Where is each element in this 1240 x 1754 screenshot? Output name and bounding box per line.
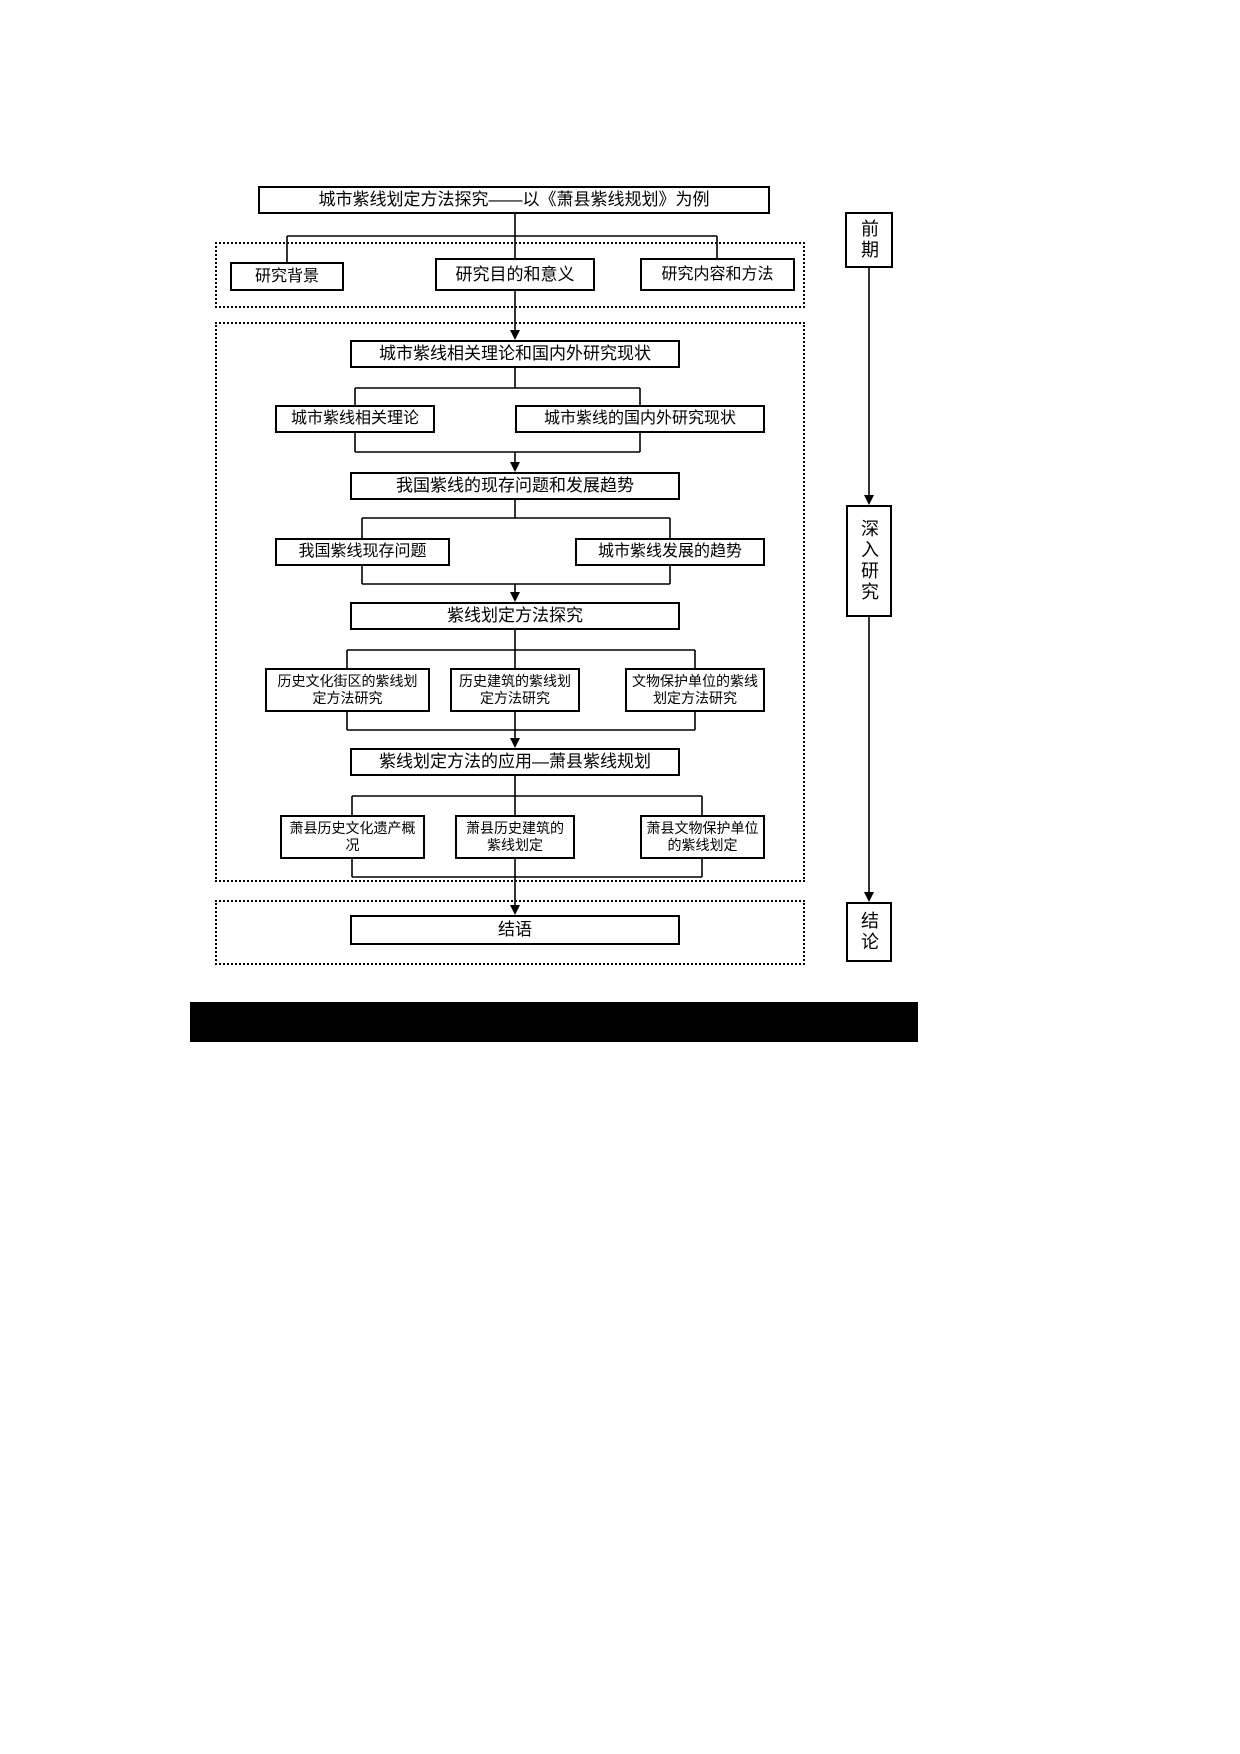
node-research-content-method: 研究内容和方法 [640,258,795,291]
node-label: 城市紫线相关理论和国内外研究现状 [379,344,651,364]
node-label: 萧县历史文化遗产概况 [289,819,416,854]
node-label: 我国紫线现存问题 [298,543,427,560]
diagram-title-text: 城市紫线划定方法探究——以《萧县紫线规划》为例 [318,190,710,210]
node-application: 紫线划定方法的应用—萧县紫线规划 [350,748,680,776]
node-label: 文物保护单位的紫线划定方法研究 [632,672,758,707]
node-method-cultural-relic: 文物保护单位的紫线划定方法研究 [625,668,765,712]
stage-label-text: 结论 [859,911,879,953]
stage-label-text: 前期 [859,219,879,261]
node-method-historic-building: 历史建筑的紫线划定方法研究 [450,668,580,712]
stage-label-conclusion: 结论 [846,902,892,962]
node-epilogue: 结语 [350,915,680,945]
node-label: 城市紫线的国内外研究现状 [543,410,736,427]
node-app-heritage-overview: 萧县历史文化遗产概况 [280,815,425,859]
node-app-building-delimitation: 萧县历史建筑的紫线划定 [455,815,575,859]
node-existing-problems: 我国紫线现存问题 [275,538,450,566]
diagram-title-box: 城市紫线划定方法探究——以《萧县紫线规划》为例 [258,186,770,214]
node-label: 紫线划定方法探究 [447,606,583,626]
node-method-study: 紫线划定方法探究 [350,602,680,630]
section-frame-early-stage [215,242,805,308]
node-app-relic-delimitation: 萧县文物保护单位的紫线划定 [640,815,765,859]
node-research-purpose: 研究目的和意义 [435,258,595,291]
node-development-trends: 城市紫线发展的趋势 [575,538,765,566]
node-label: 研究目的和意义 [455,264,575,284]
node-label: 城市紫线相关理论 [290,410,419,427]
node-label: 历史建筑的紫线划定方法研究 [459,672,571,707]
stage-label-deep-research: 深入研究 [846,505,892,617]
stage-label-text: 深入研究 [859,519,879,603]
node-label: 萧县历史建筑的紫线划定 [466,819,564,854]
node-research-background: 研究背景 [230,262,344,291]
node-theory: 城市紫线相关理论 [275,405,435,433]
node-label: 历史文化街区的紫线划定方法研究 [277,672,418,707]
node-label: 萧县文物保护单位的紫线划定 [646,819,759,854]
node-theory-overview: 城市紫线相关理论和国内外研究现状 [350,340,680,368]
node-method-historic-street: 历史文化街区的紫线划定方法研究 [265,668,430,712]
section-frame-deep-research [215,322,805,882]
node-label: 研究背景 [254,267,319,285]
node-label: 结语 [498,920,532,940]
node-label: 研究内容和方法 [661,265,774,283]
node-problems-trends: 我国紫线的现存问题和发展趋势 [350,472,680,500]
stage-label-early: 前期 [845,212,893,268]
node-label: 我国紫线的现存问题和发展趋势 [396,476,634,496]
footer-black-bar [190,1002,918,1042]
node-research-status: 城市紫线的国内外研究现状 [515,405,765,433]
section-frame-conclusion [215,900,805,965]
node-label: 紫线划定方法的应用—萧县紫线规划 [379,752,651,772]
node-label: 城市紫线发展的趋势 [597,543,742,560]
